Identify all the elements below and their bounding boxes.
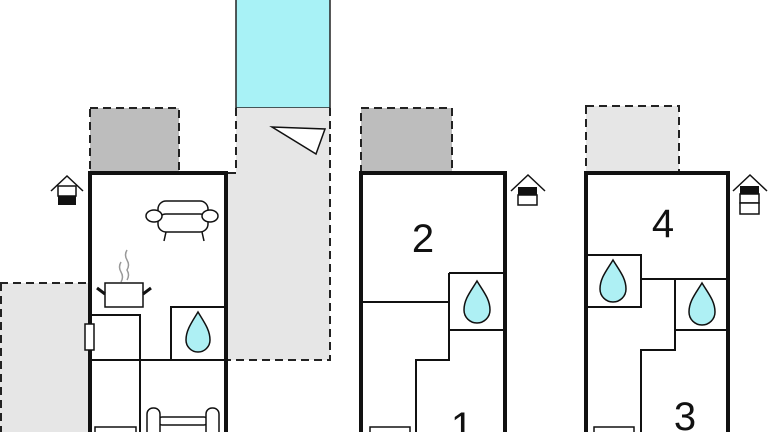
terrace-dark-2 [360, 107, 453, 174]
sofa-icon [145, 200, 219, 242]
second-floor-house-icon [732, 173, 768, 215]
unit-4-3: 4 3 [584, 171, 730, 432]
unit-ground-floor [84, 171, 228, 432]
terrace-light-3 [585, 105, 680, 174]
water-drop-icon [599, 258, 627, 303]
water-drop-icon [463, 279, 491, 324]
room-label-4: 4 [652, 202, 674, 246]
terrace-pool-side-border [228, 108, 331, 361]
cooking-pot-icon [96, 249, 152, 308]
terrace-pool-side [228, 108, 330, 360]
room-label-2: 2 [412, 217, 434, 261]
sunbed-icon [269, 126, 327, 156]
water-drop-icon [185, 310, 211, 353]
dumbbell-icon [146, 407, 220, 432]
pool [235, 0, 331, 109]
water-drop-icon [688, 281, 716, 326]
unit-2-1: 2 1 [359, 171, 507, 432]
room-label-3: 3 [674, 395, 696, 432]
room-label-1: 1 [451, 405, 473, 432]
ground-floor-house-icon [50, 174, 84, 205]
first-floor-house-icon [510, 173, 546, 206]
door [84, 323, 95, 351]
terrace-left [0, 283, 88, 432]
terrace-dark-1 [89, 107, 180, 174]
